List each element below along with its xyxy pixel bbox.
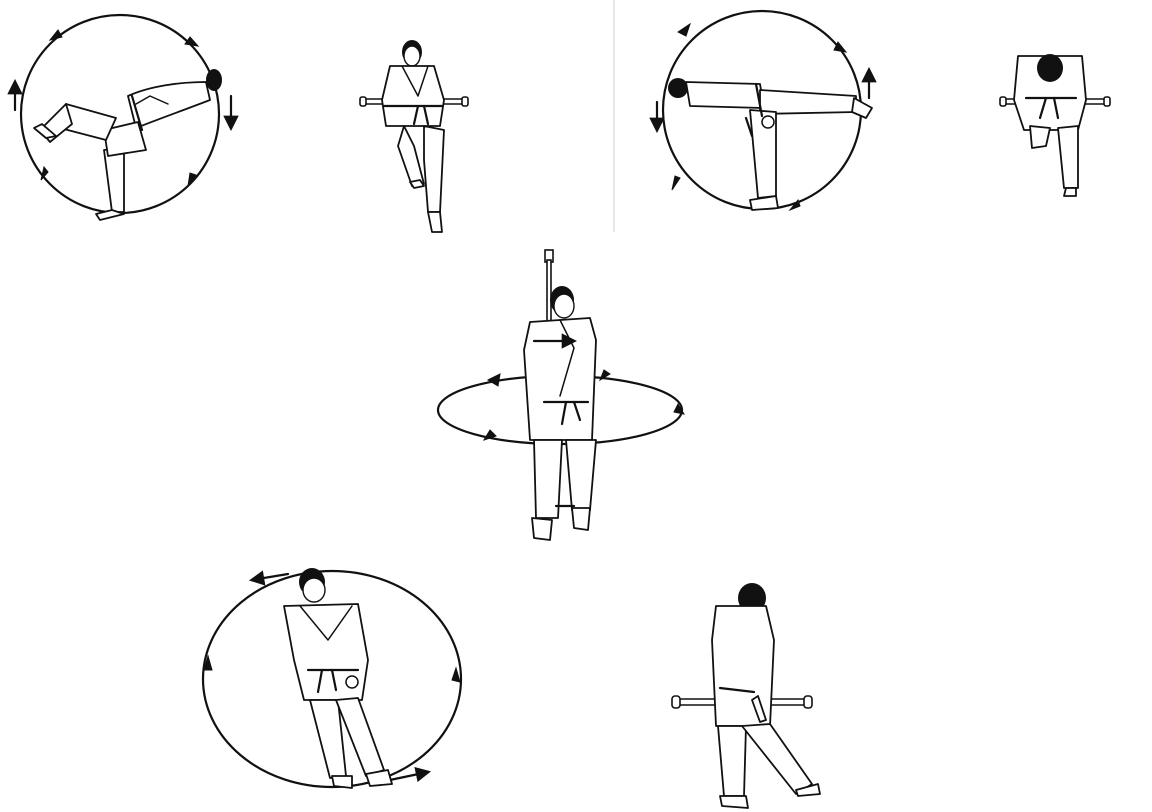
karateka-kicking-figure (34, 69, 222, 220)
panel-transverse-back-view (1000, 54, 1110, 196)
panel-frontal-front-view (203, 568, 461, 788)
karateka-back-figure (1014, 54, 1086, 196)
karateka-balance-figure (668, 78, 872, 210)
panel-vertical-rotation (438, 250, 684, 540)
circle-arrowhead (185, 37, 198, 46)
panel-sagittal-side-view (15, 15, 231, 220)
circle-arrowhead (50, 30, 62, 40)
panel-transverse-side-view (657, 11, 872, 210)
karateka-standing-figure (524, 286, 596, 540)
panel-sagittal-front-view (360, 40, 468, 232)
karateka-stepping-figure (284, 568, 392, 788)
karateka-side-figure (712, 583, 820, 808)
panel-frontal-side-view (672, 583, 820, 808)
karateka-front-figure (382, 40, 444, 232)
